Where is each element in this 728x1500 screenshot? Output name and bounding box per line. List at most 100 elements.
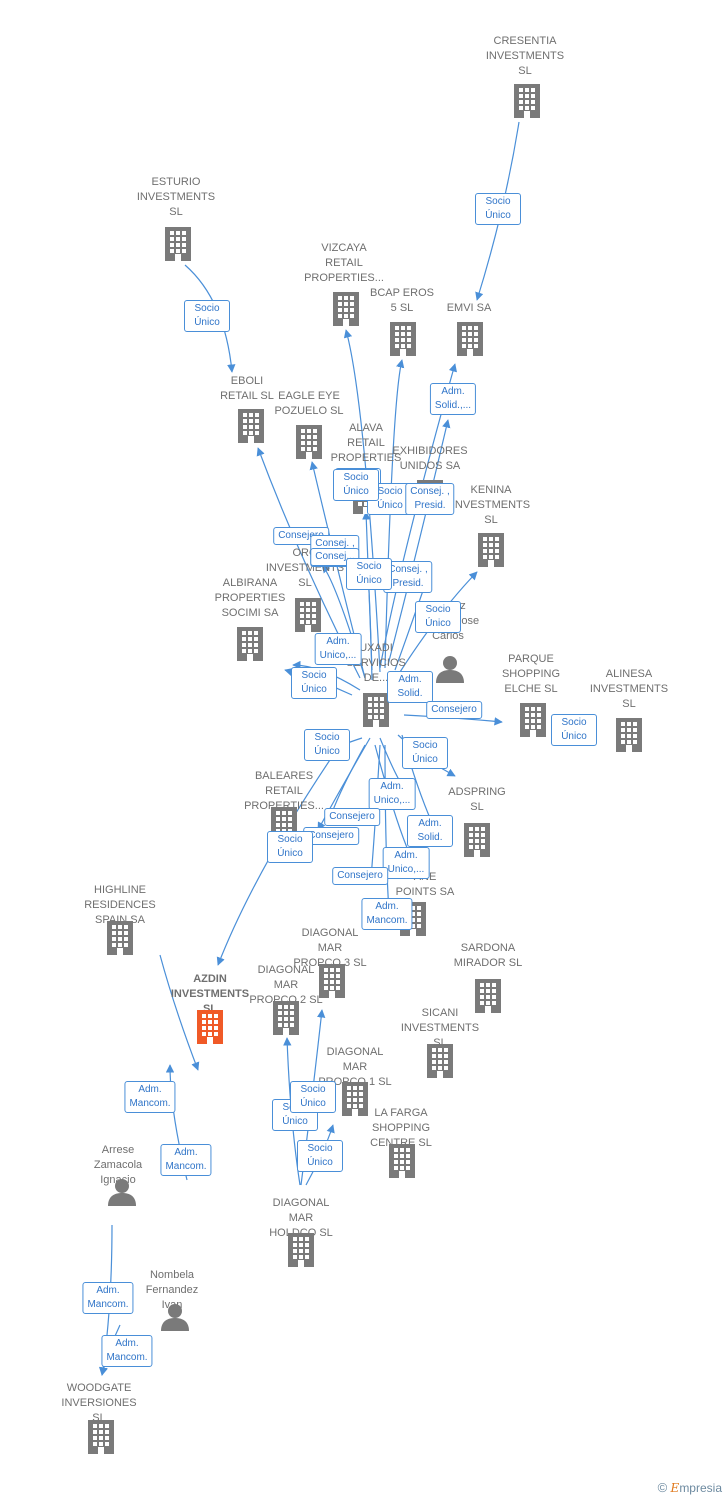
node-emvi[interactable]: EMVI SA xyxy=(409,301,529,316)
building-icon[interactable] xyxy=(514,84,540,123)
node-vizcaya[interactable]: VIZCAYA RETAIL PROPERTIES... xyxy=(284,241,404,286)
building-icon[interactable] xyxy=(520,703,546,742)
building-icon[interactable] xyxy=(273,1001,299,1040)
node-label: EAGLE EYE POZUELO SL xyxy=(274,390,344,417)
relation-label[interactable]: Consejero xyxy=(324,808,380,826)
edge-2 xyxy=(343,329,381,673)
node-label: PARQUE SHOPPING ELCHE SL xyxy=(501,653,561,695)
building-icon[interactable] xyxy=(363,693,389,732)
brand-name: mpresia xyxy=(679,1481,722,1495)
building-icon[interactable] xyxy=(475,979,501,1018)
node-albirana[interactable]: ALBIRANA PROPERTIES SOCIMI SA xyxy=(190,576,310,621)
relation-label[interactable]: Adm. Mancom. xyxy=(361,898,413,930)
relation-label[interactable]: Adm. Mancom. xyxy=(124,1081,176,1113)
node-label: ALAVA RETAIL PROPERTIES xyxy=(330,422,402,464)
building-icon[interactable] xyxy=(165,227,191,266)
building-icon[interactable] xyxy=(237,627,263,666)
building-icon[interactable] xyxy=(288,1233,314,1272)
relation-label[interactable]: Socio Único xyxy=(402,737,448,769)
edge-3 xyxy=(384,359,405,669)
building-icon[interactable] xyxy=(464,823,490,862)
node-exhibidores[interactable]: EXHIBIDORES UNIDOS SA xyxy=(370,444,490,474)
relation-label[interactable]: Adm. Unico,... xyxy=(314,633,362,665)
building-icon[interactable] xyxy=(295,598,321,637)
node-kenina[interactable]: KENINA INVESTMENTS SL xyxy=(431,483,551,528)
edge-21 xyxy=(317,737,371,831)
node-label: HIGHLINE RESIDENCES SPAIN SA xyxy=(84,884,156,926)
relation-label[interactable]: Adm. Mancom. xyxy=(160,1144,212,1176)
relation-label[interactable]: Adm. Solid.,... xyxy=(429,383,477,415)
node-label: SICANI INVESTMENTS SL xyxy=(400,1007,480,1049)
empresia-brand[interactable]: © Empresia xyxy=(658,1480,722,1495)
node-label: BALEARES RETAIL PROPERTIES... xyxy=(244,770,324,812)
node-adspring[interactable]: ADSPRING SL xyxy=(417,785,537,815)
relation-label[interactable]: Socio Único xyxy=(415,601,461,633)
relation-label[interactable]: Consejero xyxy=(332,867,388,885)
building-icon[interactable] xyxy=(319,964,345,1003)
building-icon[interactable] xyxy=(427,1044,453,1083)
building-icon[interactable] xyxy=(107,921,133,960)
relation-label[interactable]: Socio Único xyxy=(297,1140,343,1172)
node-label: SARDONA MIRADOR SL xyxy=(453,942,523,969)
node-parque[interactable]: PARQUE SHOPPING ELCHE SL xyxy=(471,652,591,697)
building-icon[interactable] xyxy=(389,1144,415,1183)
node-sardona[interactable]: SARDONA MIRADOR SL xyxy=(428,941,548,971)
relation-label[interactable]: Consejero xyxy=(426,701,482,719)
node-eboli[interactable]: EBOLI RETAIL SL xyxy=(187,374,307,404)
relation-label[interactable]: Socio Único xyxy=(184,300,230,332)
relation-label[interactable]: Socio Único xyxy=(267,831,313,863)
node-esturio[interactable]: ESTURIO INVESTMENTS SL xyxy=(116,175,236,220)
node-bcap[interactable]: BCAP EROS 5 SL xyxy=(342,286,462,316)
building-icon[interactable] xyxy=(616,718,642,757)
person-icon[interactable] xyxy=(161,1303,189,1336)
relation-label[interactable]: Consej. , Presid. xyxy=(405,483,455,515)
node-label: ALBIRANA PROPERTIES SOCIMI SA xyxy=(214,577,286,619)
relation-label[interactable]: Adm. Solid. xyxy=(387,671,433,703)
edge-26 xyxy=(384,744,393,913)
relation-label[interactable]: Adm. Mancom. xyxy=(101,1335,153,1367)
node-label: EMVI SA xyxy=(446,302,492,314)
node-alinesa[interactable]: ALINESA INVESTMENTS SL xyxy=(569,667,689,712)
person-icon[interactable] xyxy=(436,655,464,688)
node-cresentia[interactable]: CRESENTIA INVESTMENTS SL xyxy=(465,34,585,79)
relation-label[interactable]: Adm. Solid. xyxy=(407,815,453,847)
relation-label[interactable]: Socio Único xyxy=(290,1081,336,1113)
node-label: DIAGONAL MAR PROPCO 3 SL xyxy=(293,927,367,969)
relation-label[interactable]: Adm. Mancom. xyxy=(82,1282,134,1314)
node-label: KENINA INVESTMENTS SL xyxy=(451,484,531,526)
building-icon[interactable] xyxy=(296,425,322,464)
edge-27 xyxy=(216,744,341,966)
person-icon[interactable] xyxy=(108,1178,136,1211)
copyright-symbol: © xyxy=(657,1480,668,1495)
relation-label[interactable]: Socio Único xyxy=(551,714,597,746)
building-icon[interactable] xyxy=(197,1010,223,1049)
node-sicani[interactable]: SICANI INVESTMENTS SL xyxy=(380,1006,500,1051)
building-icon[interactable] xyxy=(238,409,264,448)
building-icon[interactable] xyxy=(478,533,504,572)
building-icon[interactable] xyxy=(88,1420,114,1459)
building-icon[interactable] xyxy=(342,1082,368,1121)
edge-5 xyxy=(387,419,451,666)
edge-28 xyxy=(159,954,200,1071)
relation-label[interactable]: Socio Único xyxy=(291,667,337,699)
node-label: ALINESA INVESTMENTS SL xyxy=(589,668,669,710)
node-label: EXHIBIDORES UNIDOS SA xyxy=(392,445,468,472)
node-alava[interactable]: ALAVA RETAIL PROPERTIES xyxy=(306,421,426,466)
node-label: VIZCAYA RETAIL PROPERTIES... xyxy=(304,242,384,284)
node-highline[interactable]: HIGHLINE RESIDENCES SPAIN SA xyxy=(60,883,180,928)
node-baleares[interactable]: BALEARES RETAIL PROPERTIES... xyxy=(224,769,344,814)
node-label: ADSPRING SL xyxy=(448,786,506,813)
building-icon[interactable] xyxy=(390,322,416,361)
relation-label[interactable]: Socio Único xyxy=(346,558,392,590)
building-icon[interactable] xyxy=(457,322,483,361)
relation-label[interactable]: Adm. Unico,... xyxy=(368,778,416,810)
node-eagle[interactable]: EAGLE EYE POZUELO SL xyxy=(249,389,369,419)
relation-label[interactable]: Socio Único xyxy=(304,729,350,761)
relation-label[interactable]: Adm. Unico,... xyxy=(382,847,430,879)
relation-label[interactable]: Socio Único xyxy=(333,469,379,501)
node-dm3[interactable]: DIAGONAL MAR PROPCO 3 SL xyxy=(270,926,390,971)
building-icon[interactable] xyxy=(333,292,359,331)
node-label: ESTURIO INVESTMENTS SL xyxy=(136,176,216,218)
relation-label[interactable]: Socio Único xyxy=(475,193,521,225)
